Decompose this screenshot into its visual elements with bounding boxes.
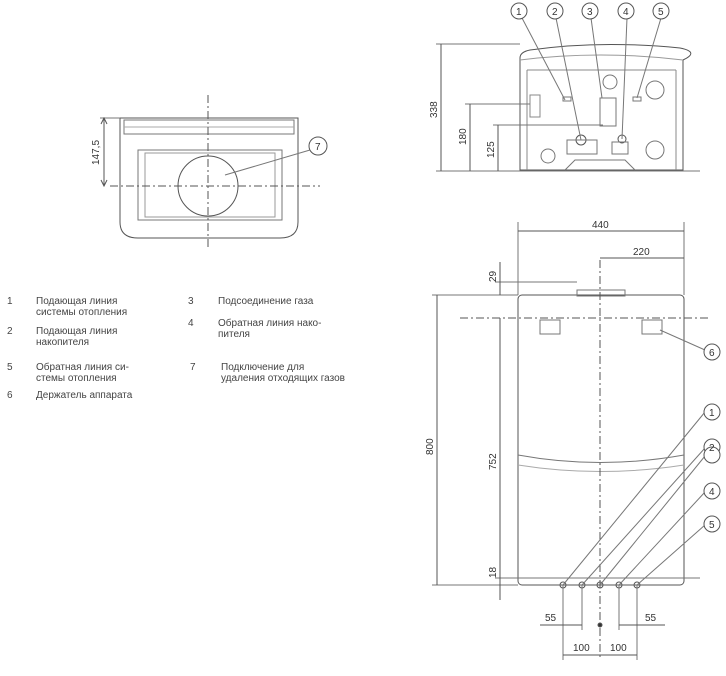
dim-125: 125 <box>486 141 497 158</box>
front-view: 440 220 800 29 752 18 55 55 100 100 <box>425 220 721 660</box>
callout-2: 2 <box>552 7 558 18</box>
legend-text-3: Подсоединение газа <box>218 296 314 307</box>
dim-55-right: 55 <box>645 613 657 624</box>
dim-800: 800 <box>425 438 436 455</box>
dim-18: 18 <box>488 566 499 578</box>
dim-338: 338 <box>429 101 440 118</box>
legend-num-7: 7 <box>190 362 196 373</box>
front-callout-2: 2 <box>709 443 715 454</box>
legend-text-1: Подающая линия системы отопления <box>36 296 128 318</box>
legend-text-2: Подающая линия накопителя <box>36 326 118 348</box>
legend-num-5: 5 <box>7 362 13 373</box>
dim-100-right: 100 <box>610 643 627 654</box>
dim-29: 29 <box>488 270 499 282</box>
dim-147-5: 147,5 <box>91 140 102 165</box>
legend-text-6: Держатель аппарата <box>36 390 133 401</box>
dim-440: 440 <box>592 220 609 231</box>
legend-num-2: 2 <box>7 326 13 337</box>
legend: 1 Подающая линия системы отопления 2 Под… <box>0 0 380 420</box>
callout-1: 1 <box>516 7 522 18</box>
top-view: 147,5 7 <box>91 95 328 250</box>
callout-4: 4 <box>623 7 629 18</box>
dim-100-left: 100 <box>573 643 590 654</box>
front-callout-4: 4 <box>709 487 715 498</box>
legend-num-1: 1 <box>7 296 13 307</box>
bottom-view: 338 180 125 1 2 3 4 5 <box>429 2 700 172</box>
callout-7: 7 <box>315 142 321 153</box>
front-callout-5: 5 <box>709 520 715 531</box>
dim-752: 752 <box>488 453 499 470</box>
front-callout-6: 6 <box>709 348 715 359</box>
dim-55-left: 55 <box>545 613 557 624</box>
legend-num-4: 4 <box>188 318 194 329</box>
front-callout-1: 1 <box>709 408 715 419</box>
dim-220: 220 <box>633 247 650 258</box>
legend-num-3: 3 <box>188 296 194 307</box>
callout-5: 5 <box>658 7 664 18</box>
legend-text-4: Обратная линия нако-пителя <box>218 318 322 340</box>
legend-text-7: Подключение для удаления отходящих газов <box>221 362 345 384</box>
legend-text-5: Обратная линия си-стемы отопления <box>36 362 129 384</box>
callout-3: 3 <box>587 7 593 18</box>
dim-180: 180 <box>458 128 469 145</box>
legend-num-6: 6 <box>7 390 13 401</box>
